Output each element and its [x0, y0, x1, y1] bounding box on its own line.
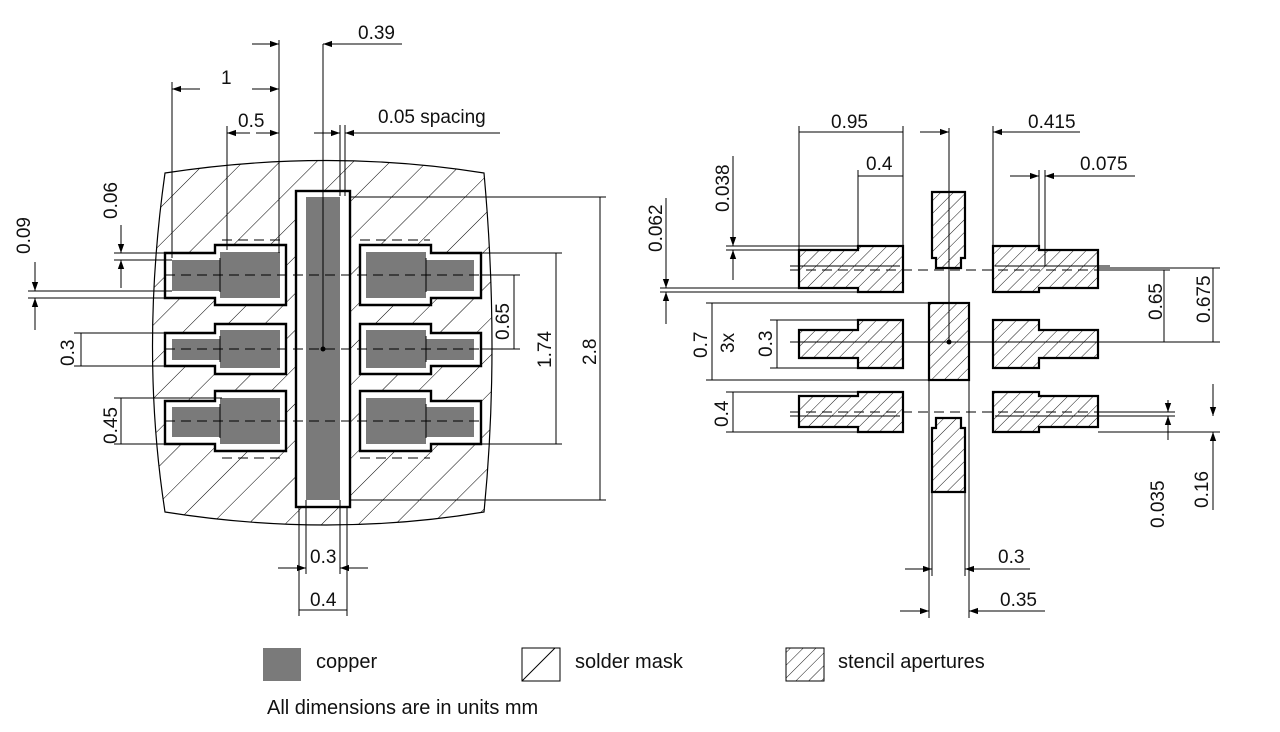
- dim-2.8: 2.8: [580, 339, 601, 365]
- legend-solder-mask-swatch: [521, 647, 561, 682]
- dim-0.39: 0.39: [358, 23, 395, 44]
- dim-0.95: 0.95: [831, 112, 868, 133]
- left-center-lines: [165, 44, 481, 459]
- stencil-aperture-group: [797, 190, 1100, 494]
- dim-0.3-bottom-right: 0.3: [998, 547, 1024, 568]
- dim-1.74: 1.74: [535, 331, 556, 368]
- dim-0.16: 0.16: [1192, 471, 1213, 508]
- dim-1: 1: [221, 68, 232, 89]
- right-pad-group: [358, 243, 483, 453]
- dim-0.05-spacing: 0.05 spacing: [378, 107, 486, 128]
- dim-0.415: 0.415: [1028, 112, 1076, 133]
- left-dimension-lines: [28, 40, 606, 616]
- dim-0.06: 0.06: [101, 182, 122, 219]
- dim-0.65-right: 0.65: [1146, 283, 1167, 320]
- left-view: 0.39 1 0.5 0.05 spacing 0.06 0.09 0.3 0.…: [14, 23, 606, 616]
- dim-0.038: 0.038: [713, 164, 734, 212]
- units-note: All dimensions are in units mm: [267, 697, 538, 719]
- dim-3x: 3x: [718, 332, 739, 353]
- right-dimension-labels: 0.95 0.415 0.4 0.075 0.038 0.062 0.7 3x …: [646, 112, 1215, 611]
- right-dimension-lines: [660, 126, 1220, 618]
- left-dimension-labels: 0.39 1 0.5 0.05 spacing 0.06 0.09 0.3 0.…: [14, 23, 601, 611]
- dim-0.45: 0.45: [101, 407, 122, 444]
- dim-0.3-height: 0.3: [756, 331, 777, 357]
- left-pad-group: [163, 243, 288, 453]
- legend-stencil-label: stencil apertures: [838, 651, 985, 673]
- dim-0.675: 0.675: [1194, 275, 1215, 323]
- dim-0.4-left: 0.4: [712, 400, 733, 427]
- dim-0.4-bottom: 0.4: [310, 590, 337, 611]
- legend-copper-label: copper: [316, 651, 377, 673]
- legend-stencil-swatch: [785, 647, 825, 682]
- dim-0.3-bottom: 0.3: [310, 547, 336, 568]
- legend: copper solder mask stencil apertures All…: [263, 647, 985, 719]
- dim-0.35-bottom: 0.35: [1000, 590, 1037, 611]
- right-center-lines: [790, 128, 1220, 417]
- legend-solder-mask-label: solder mask: [575, 651, 684, 673]
- dim-0.3-pitch: 0.3: [58, 340, 79, 366]
- dim-0.65: 0.65: [493, 303, 514, 340]
- dim-0.09: 0.09: [14, 217, 35, 254]
- dim-0.7: 0.7: [691, 332, 712, 358]
- dim-0.062: 0.062: [646, 204, 667, 252]
- dim-0.035: 0.035: [1148, 480, 1169, 528]
- legend-copper-swatch: [263, 648, 301, 681]
- right-view: 0.95 0.415 0.4 0.075 0.038 0.062 0.7 3x …: [646, 112, 1220, 618]
- dim-0.075: 0.075: [1080, 154, 1128, 175]
- dim-0.4-top: 0.4: [866, 154, 893, 175]
- dim-0.5: 0.5: [238, 111, 264, 132]
